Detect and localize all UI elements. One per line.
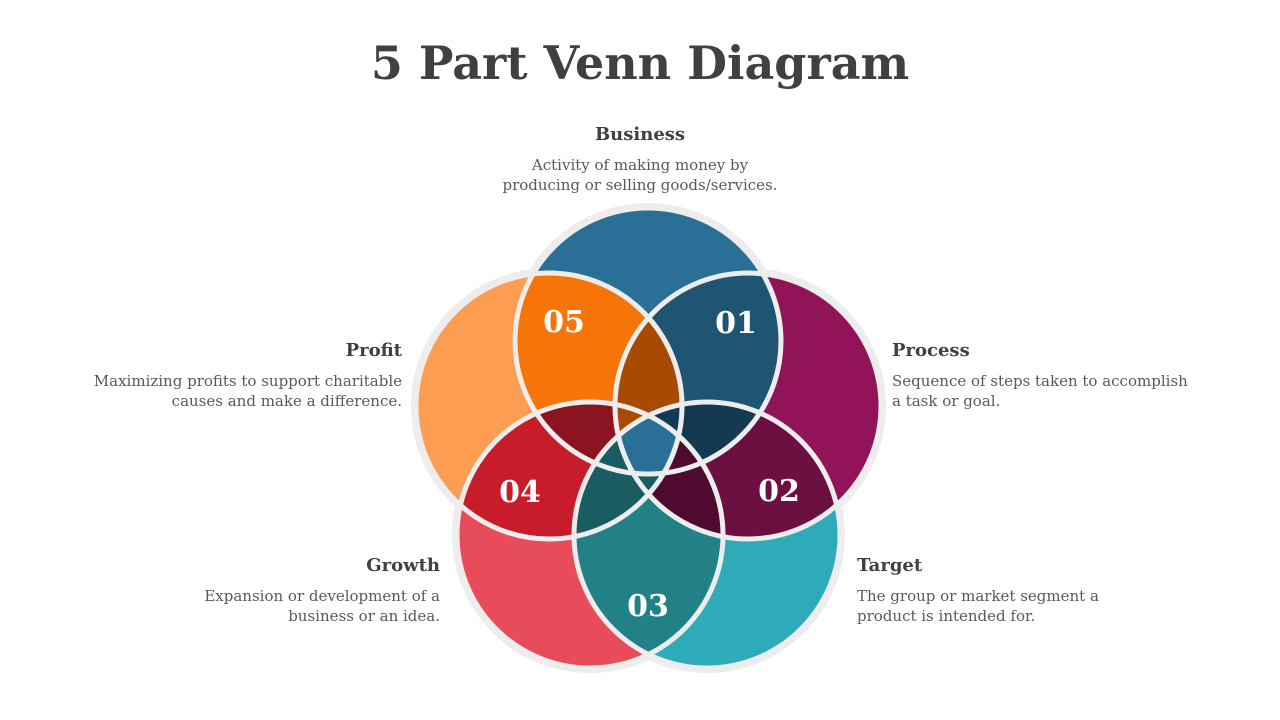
target-description-line-1: The group or market segment a xyxy=(857,587,1099,605)
target-label: Target The group or market segment a pro… xyxy=(857,555,1157,626)
process-description: Sequence of steps taken to accomplish a … xyxy=(892,371,1222,411)
process-description-line-2: a task or goal. xyxy=(892,392,1001,410)
business-description: Activity of making money by producing or… xyxy=(440,155,840,195)
growth-heading: Growth xyxy=(366,555,440,576)
business-description-line-2: producing or selling goods/services. xyxy=(502,176,778,194)
process-heading: Process xyxy=(892,340,970,361)
number-04: 04 xyxy=(499,475,541,510)
number-02: 02 xyxy=(758,474,800,509)
profit-description-line-1: Maximizing profits to support charitable xyxy=(93,372,402,390)
business-description-line-1: Activity of making money by xyxy=(531,156,749,174)
page-title: 5 Part Venn Diagram xyxy=(370,36,910,90)
growth-label: Growth Expansion or development of a bus… xyxy=(150,555,440,626)
target-heading: Target xyxy=(857,555,923,576)
profit-description: Maximizing profits to support charitable… xyxy=(80,371,402,411)
profit-heading: Profit xyxy=(345,340,402,361)
number-05: 05 xyxy=(543,305,585,340)
number-03: 03 xyxy=(627,589,669,624)
circle-outlines xyxy=(413,205,884,671)
process-description-line-1: Sequence of steps taken to accomplish xyxy=(892,372,1188,390)
process-label: Process Sequence of steps taken to accom… xyxy=(892,340,1222,411)
target-description: The group or market segment a product is… xyxy=(857,586,1157,626)
profit-description-line-2: causes and make a difference. xyxy=(171,392,402,410)
business-heading: Business xyxy=(594,124,686,145)
growth-description: Expansion or development of a business o… xyxy=(150,586,440,626)
target-description-line-2: product is intended for. xyxy=(857,607,1036,625)
growth-description-line-1: Expansion or development of a xyxy=(204,587,440,605)
business-label: Business Activity of making money by pro… xyxy=(440,124,840,195)
number-01: 01 xyxy=(715,306,757,341)
profit-label: Profit Maximizing profits to support cha… xyxy=(80,340,402,411)
growth-description-line-2: business or an idea. xyxy=(288,607,440,625)
